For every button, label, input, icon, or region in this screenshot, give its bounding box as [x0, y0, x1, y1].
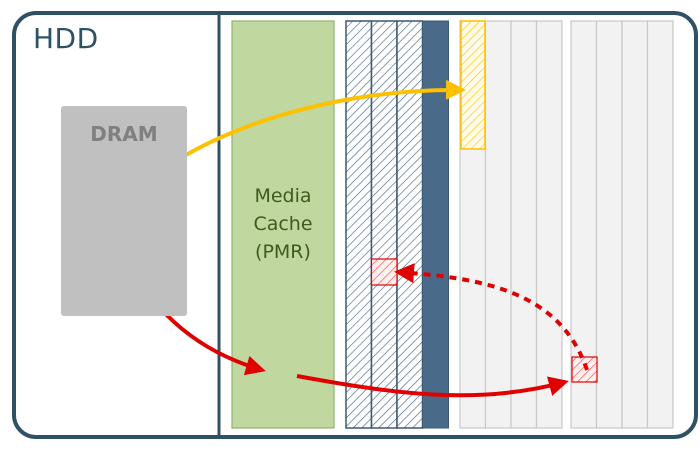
- zone-track: [646, 20, 674, 429]
- media-cache-label-line: Cache: [253, 213, 313, 235]
- hatched-band-red-block: [370, 258, 398, 286]
- hatched-track: [345, 20, 373, 429]
- smr-zone-1: [459, 20, 563, 429]
- read-modify-write-arrow: [394, 263, 589, 371]
- zone2-red-block: [571, 356, 598, 383]
- zone-track: [621, 20, 649, 429]
- cache-flush-arrow: [296, 374, 569, 398]
- dram-box: DRAM: [61, 106, 187, 316]
- media-cache-label: Media Cache (PMR): [232, 182, 334, 266]
- solid-track: [422, 20, 449, 429]
- hatched-track: [370, 20, 398, 429]
- zone-track: [595, 20, 623, 429]
- media-cache-label-line: Media: [254, 185, 312, 207]
- smr-zone-2: [570, 20, 674, 429]
- zone-track: [510, 20, 538, 429]
- zone-track: [535, 20, 563, 429]
- written-block-yellow: [460, 20, 486, 150]
- smr-hatched-band: [345, 20, 449, 429]
- hdd-title: HDD: [33, 22, 99, 55]
- hatched-track: [396, 20, 424, 429]
- media-cache-label-line: (PMR): [255, 241, 311, 263]
- zone-track: [484, 20, 512, 429]
- dram-label: DRAM: [90, 122, 158, 146]
